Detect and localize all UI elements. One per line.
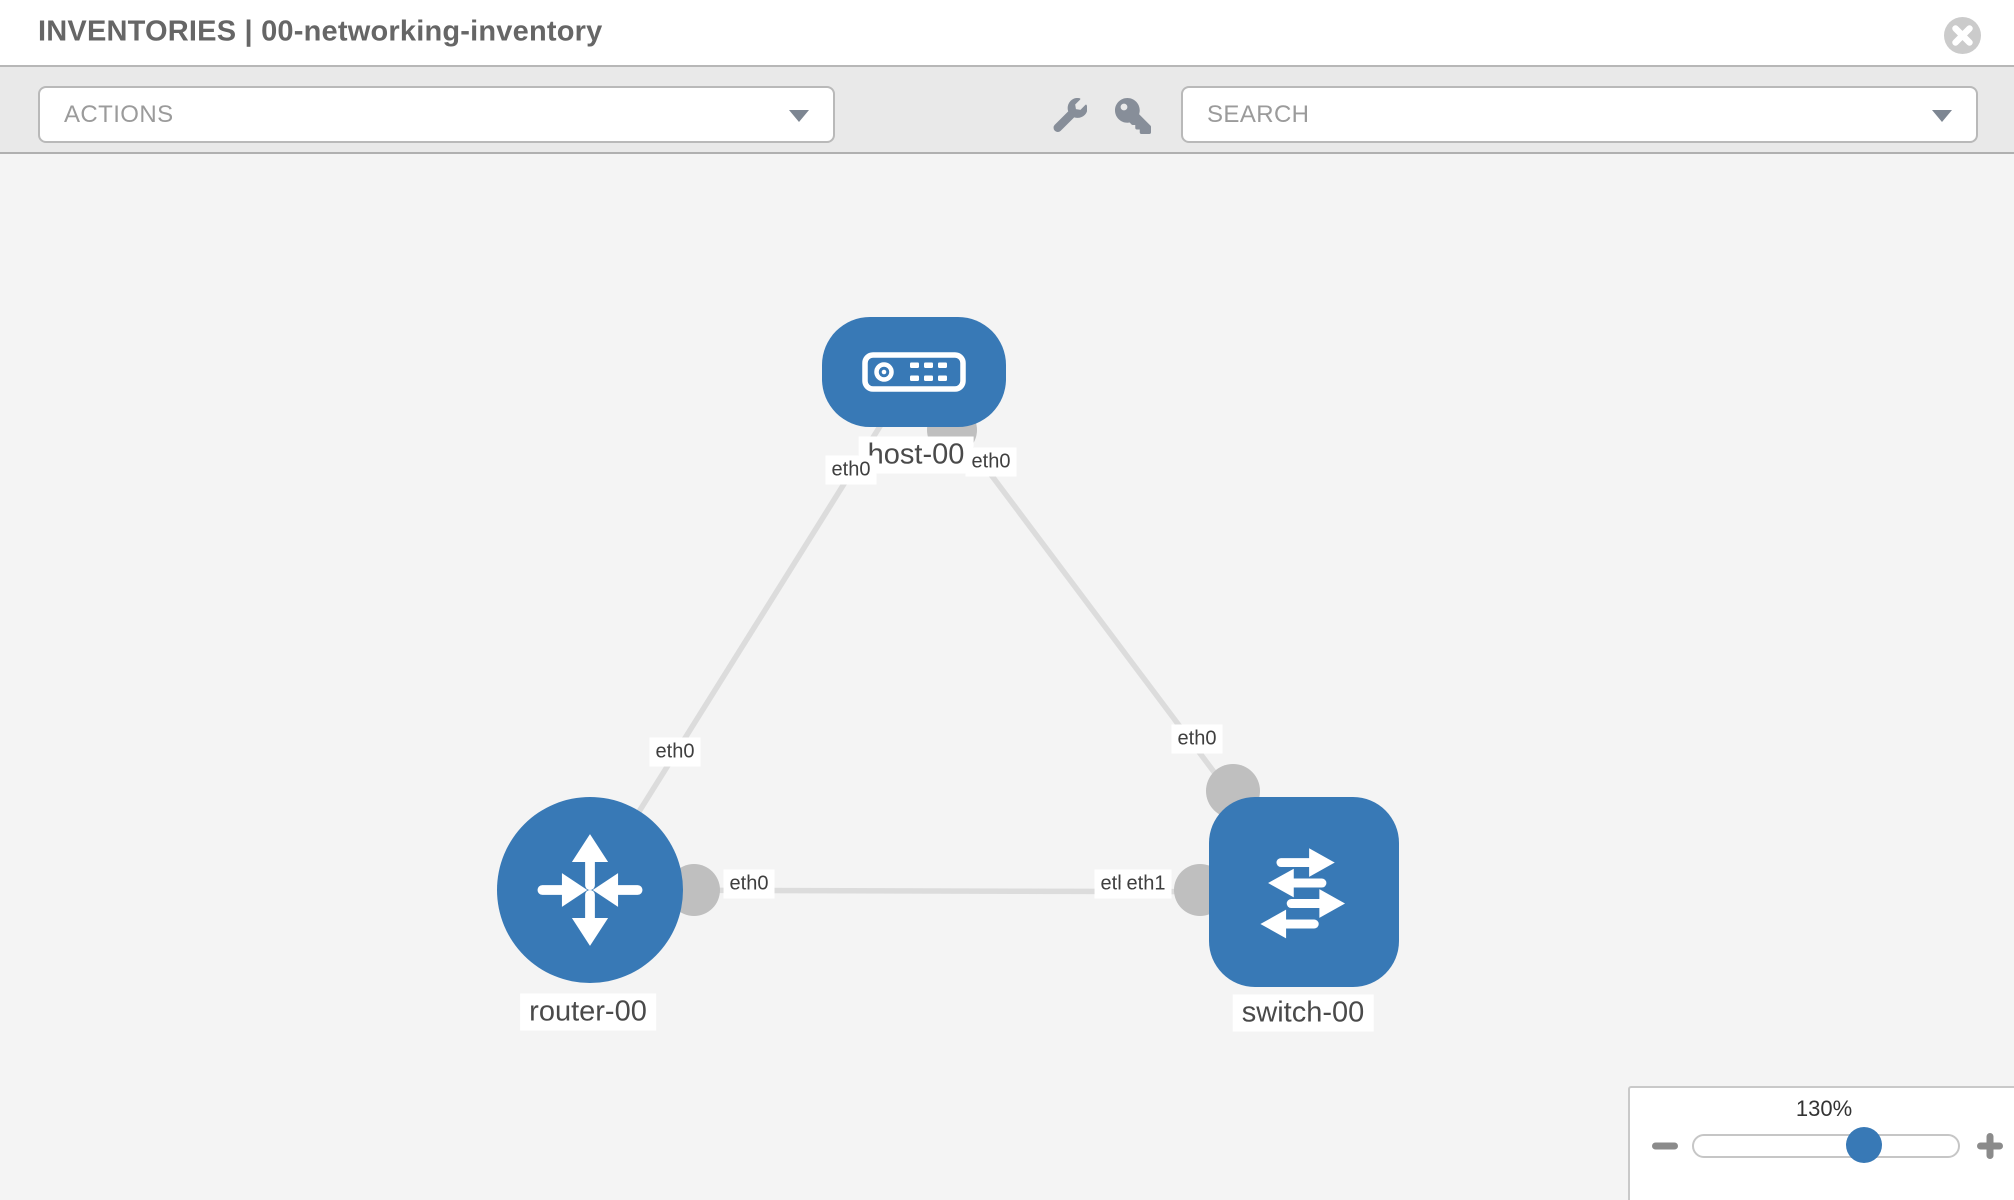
zoom-in-button[interactable] — [1975, 1131, 2005, 1166]
interface-label-router-switch-router-end: eth0 — [723, 869, 775, 899]
zoom-panel: 130% — [1628, 1086, 2014, 1200]
chevron-down-icon — [1932, 109, 1952, 122]
topology-canvas[interactable]: host-00 router-00 switch-00 eth0 eth0 et… — [0, 154, 2014, 1200]
actions-dropdown-label: ACTIONS — [64, 100, 174, 128]
links-layer — [587, 370, 1307, 916]
zoom-level: 130% — [1795, 1096, 1853, 1121]
interface-label-host-switch-switch-end: eth0 — [1171, 724, 1223, 754]
router-icon — [537, 834, 643, 946]
host-icon — [862, 352, 966, 392]
interface-label-host-switch-host-end: eth0 — [965, 447, 1017, 477]
chevron-down-icon — [789, 109, 809, 122]
credentials-button[interactable] — [1115, 98, 1151, 139]
wrench-icon — [1053, 97, 1088, 132]
toolbar: ACTIONS SEARCH — [0, 65, 2014, 154]
node-label-host-00: host-00 — [858, 436, 974, 474]
key-icon — [1115, 98, 1151, 134]
node-label-switch-00: switch-00 — [1232, 994, 1374, 1032]
node-host-00[interactable] — [822, 317, 1006, 427]
close-icon — [1944, 17, 1981, 54]
zoom-slider[interactable] — [1692, 1127, 1960, 1163]
plus-icon — [1977, 1133, 2003, 1159]
interface-label-router-switch-switch-end: eth1 — [1120, 869, 1172, 899]
search-dropdown[interactable]: SEARCH — [1181, 86, 1978, 143]
search-dropdown-label: SEARCH — [1207, 100, 1310, 128]
node-switch-00[interactable] — [1209, 797, 1399, 987]
close-button[interactable] — [1944, 17, 1981, 54]
page-header: INVENTORIES | 00-networking-inventory — [0, 0, 2014, 65]
zoom-slider-knob[interactable] — [1846, 1127, 1882, 1163]
zoom-out-button[interactable] — [1650, 1134, 1680, 1163]
switch-icon — [1260, 848, 1346, 939]
node-router-00[interactable] — [497, 797, 683, 983]
minus-icon — [1652, 1142, 1678, 1150]
interface-label-host-router-router-end: eth0 — [649, 737, 701, 767]
interface-label-host-router-host-end: eth0 — [825, 455, 877, 485]
node-label-router-00: router-00 — [520, 993, 656, 1031]
page-title: INVENTORIES | 00-networking-inventory — [38, 15, 603, 48]
actions-dropdown[interactable]: ACTIONS — [38, 86, 835, 143]
tools-button[interactable] — [1053, 97, 1088, 137]
